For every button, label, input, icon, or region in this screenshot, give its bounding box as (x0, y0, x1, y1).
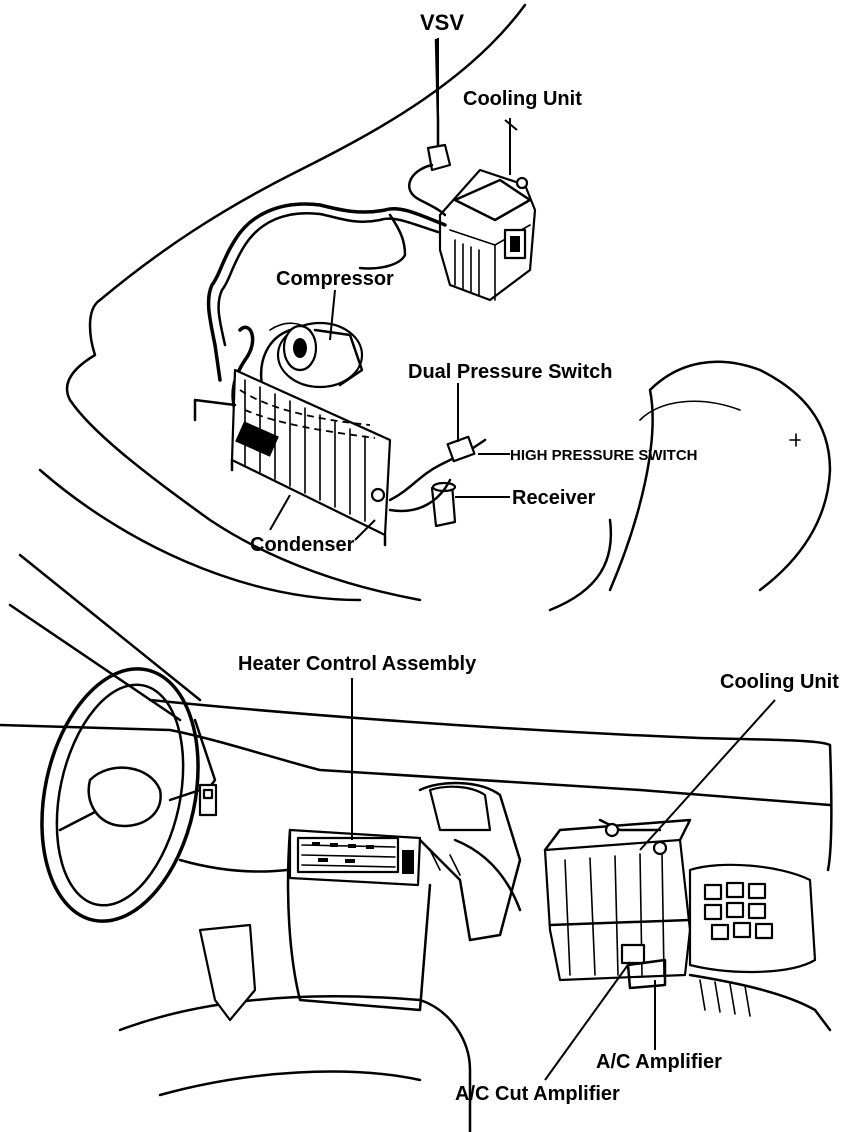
label-receiver: Receiver (512, 487, 596, 509)
right-vent-panel (688, 863, 832, 1032)
cooling-unit-lower (543, 818, 692, 982)
windshield-pillar (18, 553, 202, 702)
dash-top (148, 698, 833, 872)
receiver-and-switch (388, 435, 487, 528)
center-console (286, 828, 432, 1012)
console-lower (118, 995, 472, 1132)
label-dual-pressure-switch: Dual Pressure Switch (408, 361, 613, 383)
ac-cut-amplifier-box (620, 943, 646, 965)
dashboard-view (0, 553, 833, 1132)
heater-control-panel (288, 828, 422, 887)
condenser (193, 368, 392, 547)
engine-compartment-view (38, 3, 832, 612)
hood-edge (98, 3, 527, 302)
dash-face (0, 723, 832, 807)
leader-cooling-unit-dash (504, 119, 518, 131)
label-cooling-unit-upper: Cooling Unit (463, 88, 582, 110)
label-ac-amplifier: A/C Amplifier (596, 1051, 722, 1073)
leader-compressor (329, 289, 336, 341)
label-heater-control-assembly: Heater Control Assembly (238, 653, 477, 675)
label-cooling-unit-lower: Cooling Unit (720, 671, 839, 693)
floor-line (158, 1070, 422, 1097)
shift-lever (198, 923, 257, 1022)
label-high-pressure-switch: HIGH PRESSURE SWITCH (510, 447, 698, 464)
duct-assembly (418, 781, 522, 942)
ac-amplifier-bracket (626, 958, 667, 990)
label-compressor: Compressor (276, 268, 394, 290)
cooling-unit-upper (438, 168, 537, 302)
label-condenser: Condenser (250, 534, 355, 556)
compressor (259, 321, 364, 389)
wheel-arch (608, 360, 832, 592)
fender-lower (38, 468, 362, 602)
leader-cooling-unit-lower (639, 699, 776, 851)
leader-condenser (269, 494, 291, 531)
label-vsv: VSV (420, 10, 464, 35)
fender-top (65, 298, 422, 602)
label-ac-cut-amplifier: A/C Cut Amplifier (455, 1083, 620, 1105)
leader-ac-cut-amplifier (544, 961, 631, 1081)
fender-crease (639, 400, 741, 421)
leader-condenser-2 (354, 519, 376, 541)
steering-wheel (40, 667, 217, 923)
wheel-arch-inner (548, 518, 613, 612)
vsv-valve (408, 38, 452, 217)
